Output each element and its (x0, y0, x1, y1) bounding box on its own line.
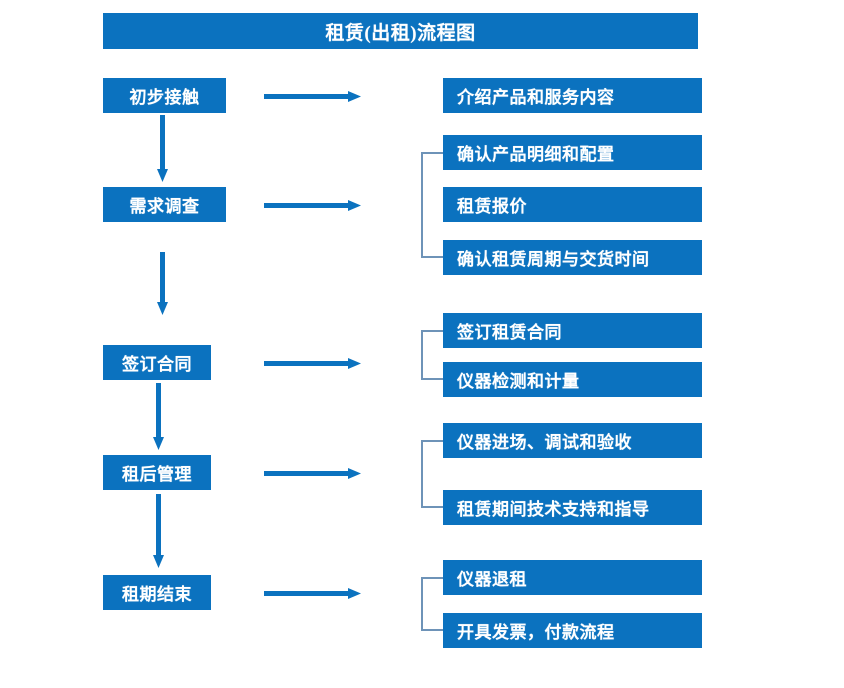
right-arrow-icon-3 (264, 356, 362, 369)
stage-box-5[interactable]: 租期结束 (103, 575, 211, 610)
detail-box-6[interactable]: 仪器检测和计量 (443, 362, 702, 397)
detail-box-9[interactable]: 仪器退租 (443, 560, 702, 595)
right-arrow-icon-2 (264, 198, 362, 211)
detail-box-10[interactable]: 开具发票，付款流程 (443, 613, 702, 648)
detail-box-7[interactable]: 仪器进场、调试和验收 (443, 423, 702, 458)
right-arrow-icon-5 (264, 586, 362, 599)
stage-box-1[interactable]: 初步接触 (103, 78, 226, 113)
detail-box-5[interactable]: 签订租赁合同 (443, 313, 702, 348)
down-arrow-icon-2 (156, 252, 168, 316)
right-arrow-icon-1 (264, 89, 362, 102)
group-bracket-icon-1 (421, 152, 443, 258)
down-arrow-icon-4 (152, 494, 164, 570)
detail-box-2[interactable]: 确认产品明细和配置 (443, 135, 702, 170)
detail-box-1[interactable]: 介绍产品和服务内容 (443, 78, 702, 113)
detail-box-8[interactable]: 租赁期间技术支持和指导 (443, 490, 702, 525)
group-bracket-icon-2 (421, 330, 443, 380)
chart-title: 租赁(出租)流程图 (103, 13, 698, 49)
detail-box-3[interactable]: 租赁报价 (443, 187, 702, 222)
group-bracket-icon-3 (421, 440, 443, 508)
stage-box-3[interactable]: 签订合同 (103, 345, 211, 380)
detail-box-4[interactable]: 确认租赁周期与交货时间 (443, 240, 702, 275)
down-arrow-icon-3 (152, 383, 164, 451)
group-bracket-icon-4 (421, 577, 443, 631)
stage-box-2[interactable]: 需求调查 (103, 187, 226, 222)
right-arrow-icon-4 (264, 466, 362, 479)
down-arrow-icon-1 (156, 115, 168, 183)
stage-box-4[interactable]: 租后管理 (103, 455, 211, 490)
